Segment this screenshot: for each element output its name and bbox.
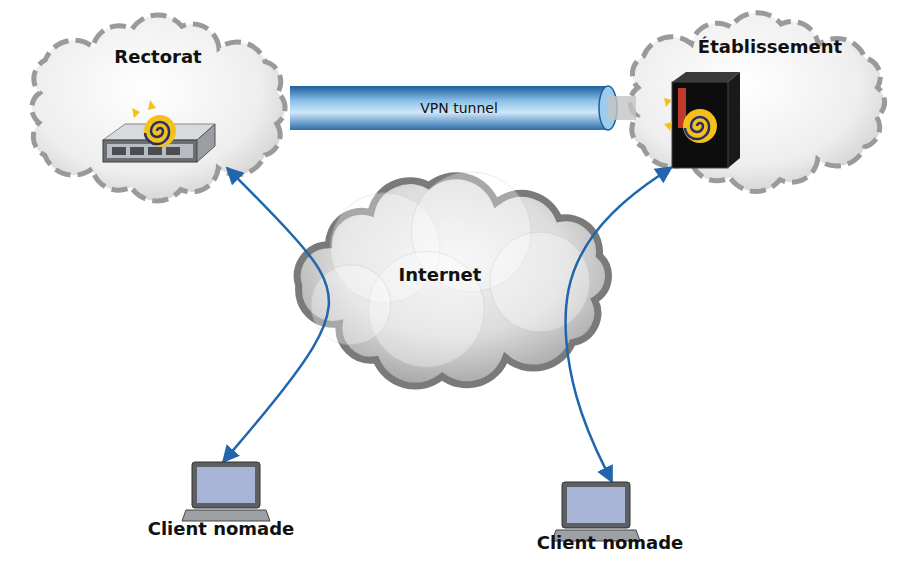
node-label: Client nomade <box>537 532 684 553</box>
node-label: Internet <box>399 264 482 285</box>
edge-label: VPN tunnel <box>420 100 498 116</box>
node-label: Client nomade <box>148 518 295 539</box>
cloud-region: Internet <box>282 168 626 396</box>
node-label: Établissement <box>698 36 842 57</box>
vpn-tunnel <box>290 86 608 130</box>
node-label: Rectorat <box>114 46 201 67</box>
cloud-region: Établissement <box>606 6 904 198</box>
tower-server-icon <box>664 72 740 168</box>
site-cloud <box>606 6 904 198</box>
tunnel-exit <box>608 96 636 120</box>
laptop-icon <box>182 462 270 521</box>
